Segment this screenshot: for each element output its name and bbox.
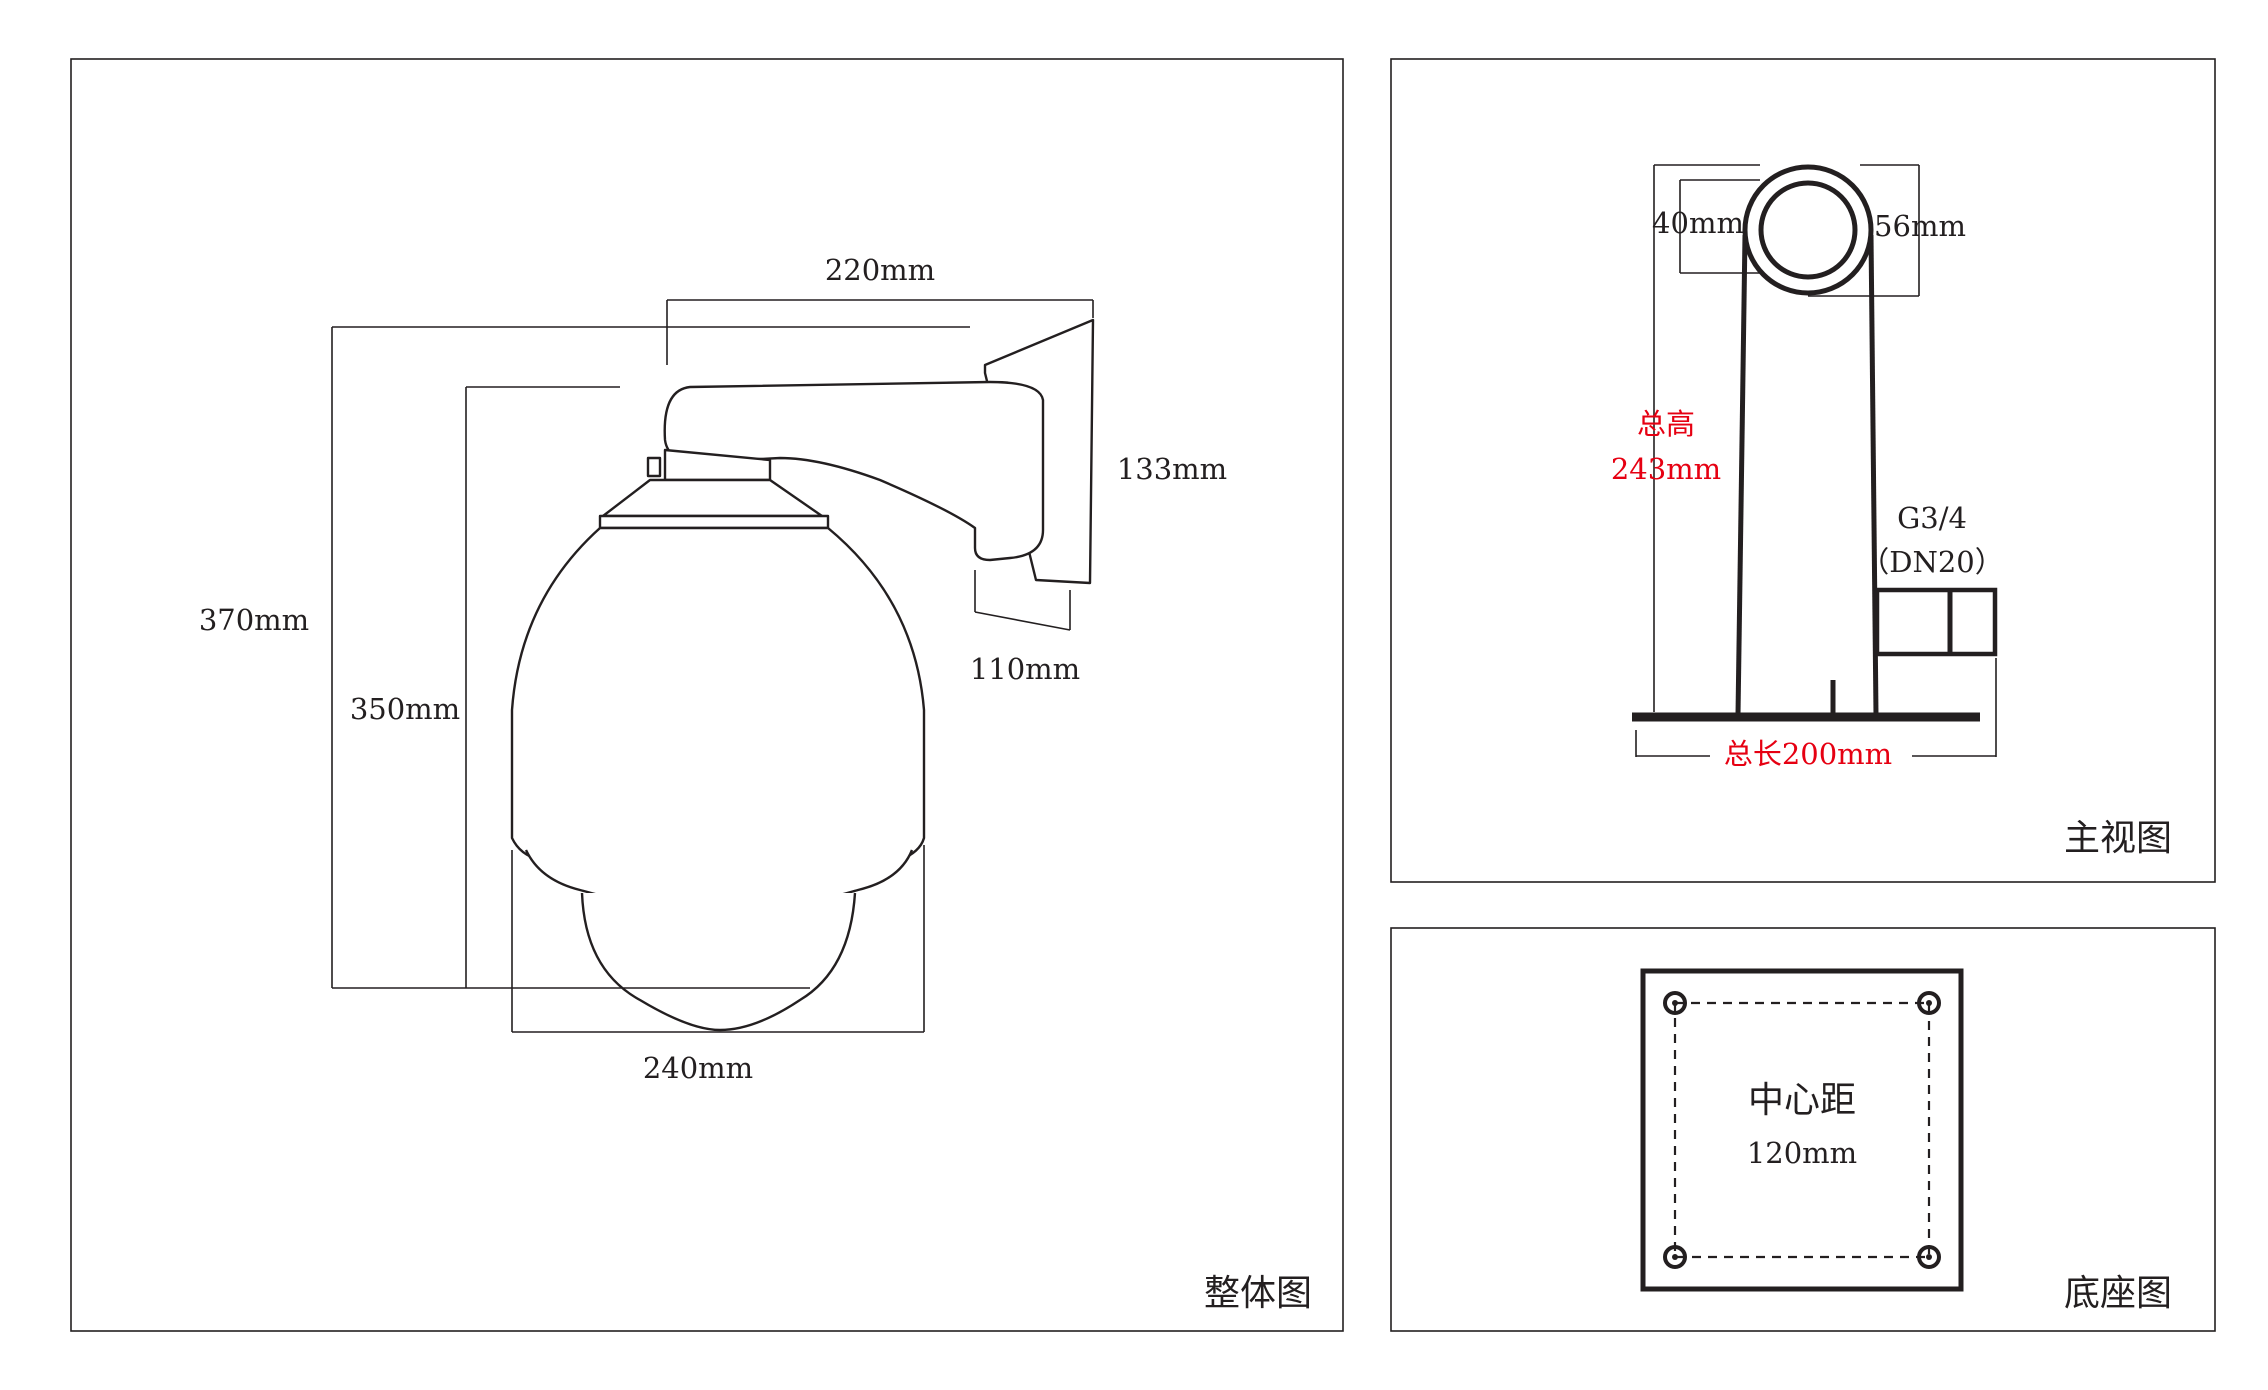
base-panel-title: 底座图 (2064, 1273, 2172, 1314)
pipe-inner-ring (1758, 180, 1858, 280)
thread-dn-label: （DN20） (1860, 545, 2004, 579)
overall-panel: 220mm 370mm 350mm 133mm 110mm 240mm 整体图 (70, 58, 1344, 1332)
base-plate (1640, 968, 1964, 1292)
dome-collar (601, 478, 824, 518)
mount-hole-bottom-left (1663, 1245, 1687, 1269)
inner-diameter-label: 40mm (1652, 206, 1744, 240)
bracket-screw (646, 456, 662, 478)
bracket-arm (663, 380, 1045, 562)
dome-collar-ring (598, 514, 830, 530)
pole-drawing (1632, 164, 1998, 722)
total-height-title: 总高 (1637, 407, 1695, 441)
center-distance-value: 120mm (1747, 1136, 1857, 1170)
bracket-depth-label: 110mm (970, 652, 1080, 686)
bracket-height-label: 133mm (1117, 452, 1227, 486)
mount-hole-top-left (1663, 991, 1687, 1015)
mount-hole-bottom-right (1917, 1245, 1941, 1269)
base-panel-frame (1390, 927, 2216, 1332)
outer-diameter-label: 56mm (1874, 209, 1966, 243)
overall-dimension-lines (331, 299, 1094, 1033)
bottom-width-label: 240mm (643, 1051, 753, 1085)
pipe-outer-ring (1742, 164, 1874, 296)
height-total-label: 370mm (199, 603, 309, 637)
dome-glass (580, 892, 857, 1032)
total-height-value: 243mm (1611, 452, 1721, 486)
thread-spec-label: G3/4 (1897, 501, 1967, 535)
base-panel: 中心距 120mm 底座图 (1390, 927, 2216, 1332)
height-body-label: 350mm (350, 692, 460, 726)
center-distance-title: 中心距 (1748, 1080, 1856, 1121)
total-length-label: 总长200mm (1724, 737, 1892, 771)
overall-panel-title: 整体图 (1204, 1273, 1312, 1314)
front-view-panel-frame (1390, 58, 2216, 883)
front-view-panel-title: 主视图 (2064, 818, 2172, 859)
front-dimension-lines (1635, 164, 1997, 757)
threaded-outlet (1874, 587, 1998, 657)
center-distance-square (1673, 1001, 1931, 1259)
front-view-panel: 40mm 56mm 总高 243mm G3/4 （DN20） 总长200mm 主… (1390, 58, 2216, 883)
mount-hole-top-right (1917, 991, 1941, 1015)
width-top-label: 220mm (825, 253, 935, 287)
speed-dome-camera-drawing (510, 318, 1095, 1032)
base-plate-drawing (1640, 968, 1964, 1292)
dome-housing (510, 526, 926, 892)
overall-panel-frame (70, 58, 1344, 1332)
